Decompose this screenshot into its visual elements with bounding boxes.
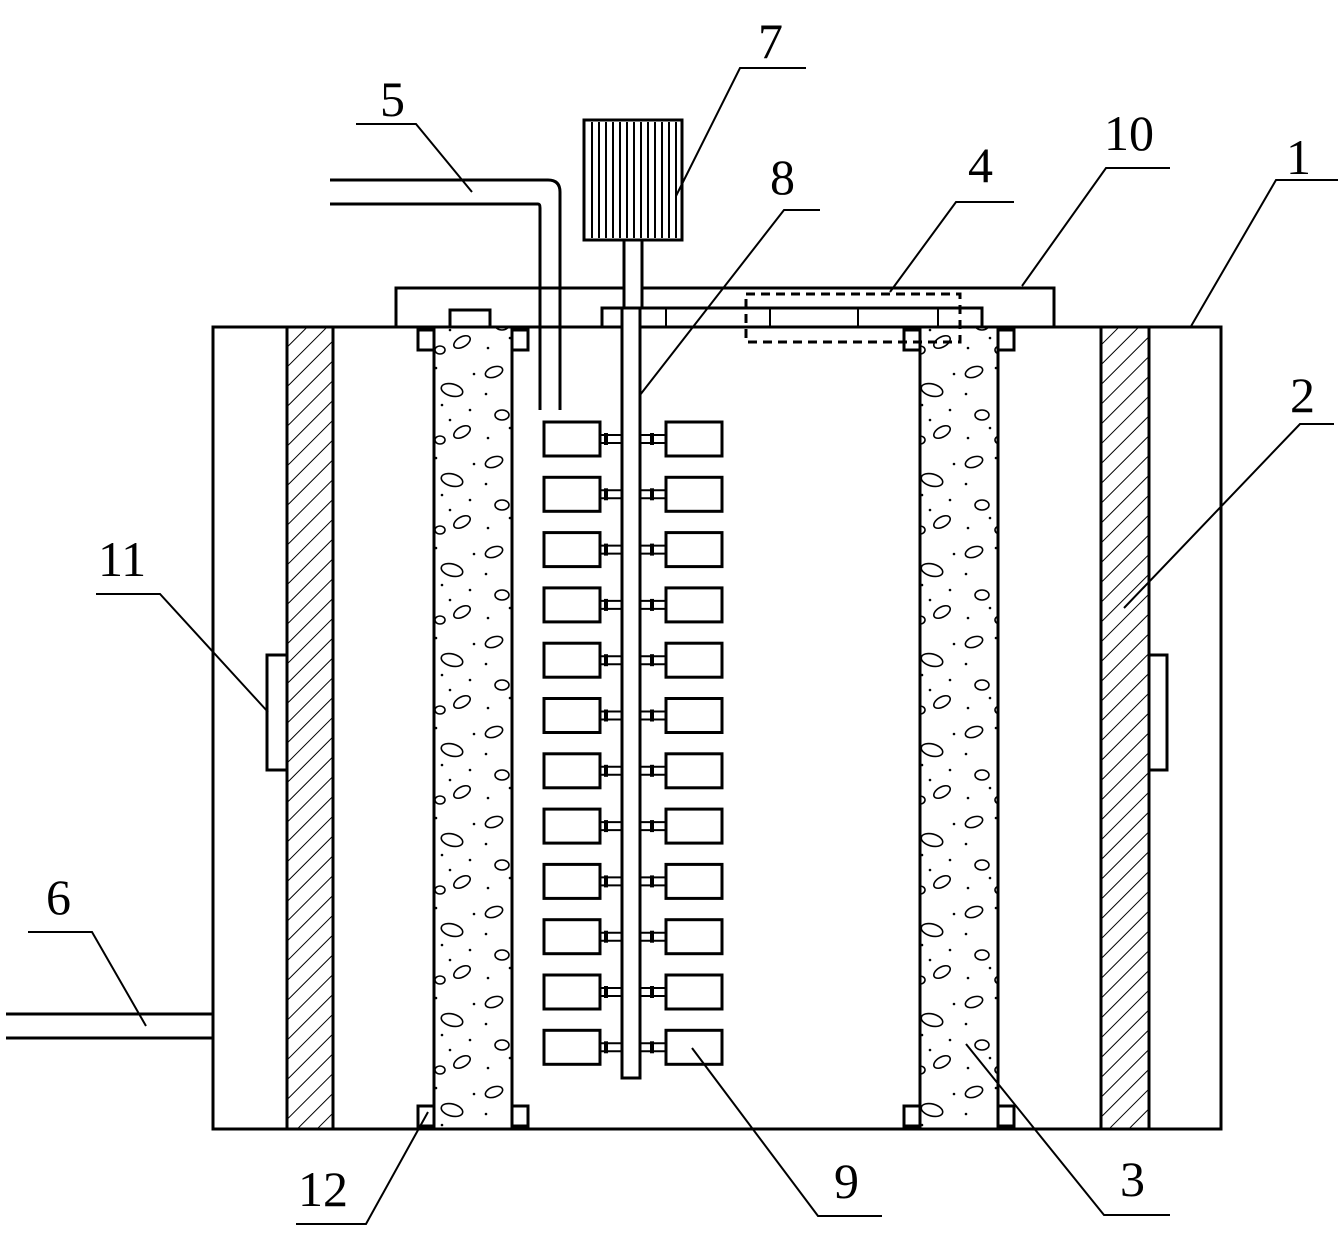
paddle-left (542, 862, 602, 900)
hatched-layer-left (285, 325, 335, 1131)
label-6: 6 (46, 869, 71, 925)
inlet-pipe (330, 178, 562, 410)
paddle-left (542, 420, 602, 458)
paddle-left (542, 807, 602, 845)
dashed-chamber (744, 292, 962, 344)
hatched-layer-right (1099, 325, 1151, 1131)
paddle-hub (650, 488, 654, 501)
paddle-right (664, 420, 724, 458)
label-5: 5 (380, 71, 405, 127)
paddle-left (542, 475, 602, 513)
paddle-hub (650, 598, 654, 611)
label-12: 12 (298, 1161, 348, 1217)
leader-lines (28, 67, 1338, 1225)
motor (582, 118, 684, 310)
paddle-hub (604, 488, 608, 501)
paddle-right (664, 1028, 724, 1066)
label-3: 3 (1120, 1151, 1145, 1207)
paddle-left (542, 531, 602, 569)
paddle-hub (604, 654, 608, 667)
cover-nub-left (448, 308, 492, 329)
label-8: 8 (770, 149, 795, 205)
paddle-hub (604, 433, 608, 445)
paddle-hub (650, 543, 654, 556)
paddle-hub (604, 820, 608, 833)
paddle-hub (650, 875, 654, 888)
paddle-right (664, 918, 724, 956)
paddle-right (664, 586, 724, 624)
label-2: 2 (1290, 367, 1315, 423)
paddle-hub (604, 709, 608, 722)
porous-layer-right (918, 325, 1000, 1131)
paddle-hub (604, 875, 608, 888)
paddle-right (664, 531, 724, 569)
paddle-hub (650, 1041, 654, 1054)
paddle-hub (650, 986, 654, 998)
paddle-group (542, 420, 724, 1066)
paddle-hub (650, 930, 654, 943)
paddle-hub (604, 543, 608, 556)
paddle-left (542, 697, 602, 734)
paddle-hub (604, 764, 608, 777)
window-right (1147, 653, 1169, 772)
paddle-hub (604, 598, 608, 611)
paddle-right (664, 475, 724, 513)
paddle-hub (604, 1041, 608, 1054)
paddle-left (542, 973, 602, 1011)
paddle-hub (650, 764, 654, 777)
window-left (265, 653, 289, 772)
paddle-hub (604, 986, 608, 998)
paddle-left (542, 1028, 602, 1066)
paddle-right (664, 807, 724, 845)
paddle-left (542, 918, 602, 956)
label-11: 11 (98, 531, 146, 587)
paddle-hub (650, 654, 654, 667)
paddle-right (664, 641, 724, 679)
label-7: 7 (758, 13, 783, 69)
label-1: 1 (1286, 129, 1311, 185)
paddle-hub (604, 930, 608, 943)
top-cover-inner (600, 306, 984, 329)
inlet-pipe-inner (330, 202, 542, 410)
porous-layer-left (432, 325, 514, 1131)
paddle-hub (650, 709, 654, 722)
paddle-left (542, 641, 602, 679)
label-4: 4 (968, 137, 993, 193)
paddle-right (664, 697, 724, 734)
paddle-left (542, 586, 602, 624)
paddle-left (542, 752, 602, 790)
paddle-hub (650, 820, 654, 833)
paddle-hub (650, 433, 654, 445)
label-10: 10 (1104, 105, 1154, 161)
paddle-right (664, 752, 724, 790)
stirring-shaft (620, 306, 642, 1080)
paddle-right (664, 862, 724, 900)
paddle-right (664, 973, 724, 1011)
label-9: 9 (834, 1153, 859, 1209)
